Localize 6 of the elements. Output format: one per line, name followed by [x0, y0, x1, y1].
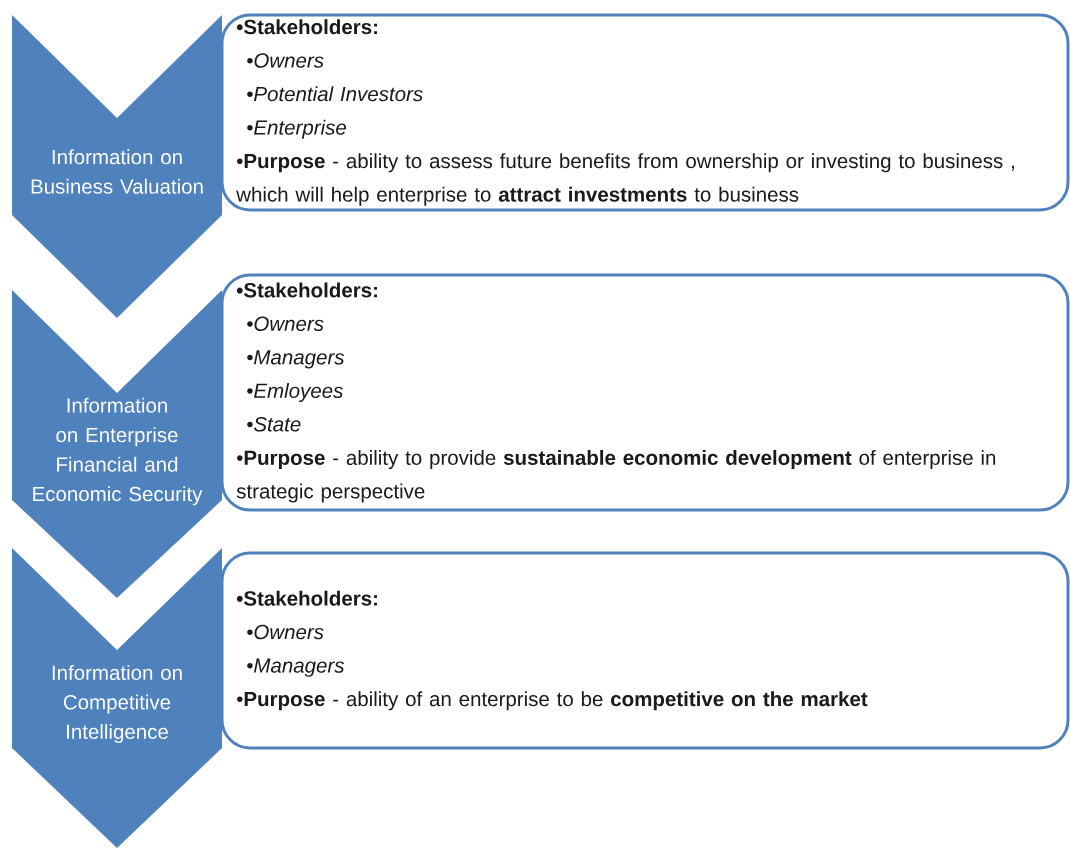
- chevron-banner: Information on Business Valuation: [12, 15, 222, 318]
- info-panel: •Stakeholders: •Owners •Managers •Purpose - ability of an enterprise to be competitive on the market: [220, 551, 1070, 750]
- chevron-banner: Information on Enterprise Financial and Economic Security: [12, 290, 222, 598]
- info-panel: •Stakeholders: •Owners •Potential Investors •Enterprise •Purpose - ability to assess future benefits from ownership or investing to business , which will help enterprise to attract investments to business: [220, 13, 1070, 212]
- info-panel: •Stakeholders: •Owners •Managers •Emloyees •State •Purpose - ability to provide sustainable economic development of enterprise in strategic perspective: [220, 273, 1070, 512]
- chevron-banner: Information on Competitive Intelligence: [12, 548, 222, 848]
